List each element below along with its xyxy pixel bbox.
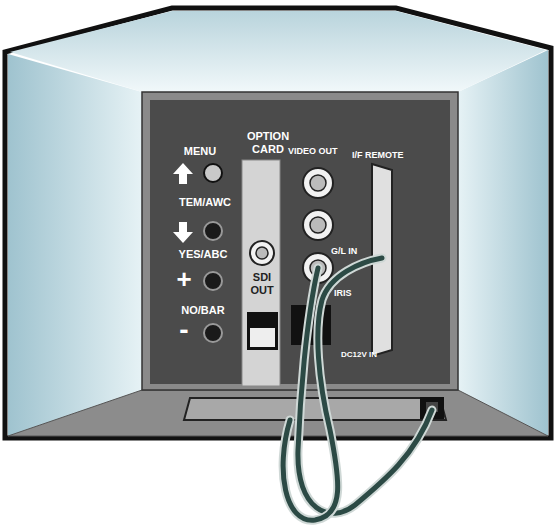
panel-frame: [142, 92, 458, 390]
button-label: MENU: [170, 145, 230, 158]
option-card: [242, 160, 280, 386]
bottom-face: [8, 390, 548, 436]
button-symbol: +: [174, 266, 194, 292]
button-label: YES/ABC: [170, 248, 236, 261]
connector-label: IRIS: [334, 288, 374, 298]
card-port-inner: [250, 328, 275, 347]
bottom-slot: [184, 398, 446, 420]
right-side: [458, 50, 548, 436]
button-label: TEM/AWC: [172, 196, 238, 209]
button-label: NO/BAR: [170, 304, 236, 317]
connector-label: VIDEO OUT: [288, 146, 358, 156]
connector-label: I/F REMOTE: [352, 150, 432, 160]
cables: [283, 258, 432, 520]
sdi-bnc-pin: [256, 247, 268, 259]
up-arrow: [173, 163, 193, 184]
sdi-bnc: [250, 241, 274, 265]
top-side: [10, 11, 546, 92]
button-symbol: -: [174, 316, 194, 344]
housing-outline: [5, 8, 551, 438]
connector-label: G/L IN: [331, 246, 381, 256]
left-side: [8, 54, 142, 436]
panel: [150, 100, 450, 384]
card-port: [247, 312, 278, 350]
section-label: OPTION CARD: [240, 130, 296, 155]
down-arrow: [173, 222, 193, 243]
connector-label: SDI OUT: [245, 271, 279, 296]
connector-label: DC12V IN: [341, 350, 377, 359]
